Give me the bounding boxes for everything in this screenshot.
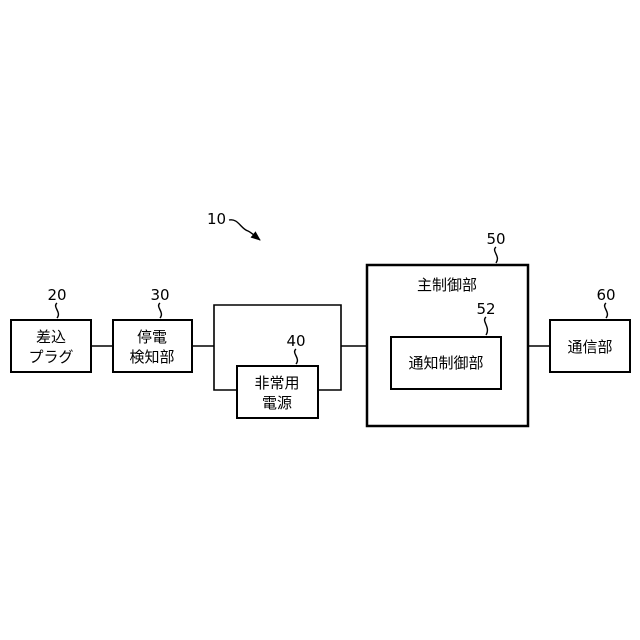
outage-detector-label-line1: 停電 — [137, 328, 167, 346]
notify-controller-label: 通知制御部 — [408, 354, 483, 372]
outage-detector-block: 停電 検知部 30 — [113, 286, 192, 372]
plug-block: 差込 プラグ 20 — [11, 286, 91, 372]
emergency-power-ref-label: 40 — [286, 332, 305, 350]
notify-controller-ref-label: 52 — [476, 300, 495, 318]
main-controller-label: 主制御部 — [417, 276, 477, 294]
overall-ref-label: 10 — [207, 210, 226, 228]
emergency-power-block: 非常用 電源 40 — [237, 332, 318, 418]
comm-unit-label: 通信部 — [567, 338, 612, 356]
main-controller-ref-leader — [495, 247, 498, 263]
wire-emergency-path — [214, 346, 237, 390]
plug-ref-label: 20 — [47, 286, 66, 304]
emergency-power-label-line1: 非常用 — [254, 374, 299, 392]
outage-detector-ref-leader — [159, 303, 162, 318]
plug-label-line1: 差込 — [36, 328, 66, 346]
plug-label-line2: プラグ — [28, 348, 73, 366]
comm-unit-ref-leader — [605, 303, 608, 318]
outage-detector-ref-label: 30 — [150, 286, 169, 304]
outage-detector-label-line2: 検知部 — [129, 348, 174, 366]
comm-unit-block: 通信部 60 — [550, 286, 630, 372]
comm-unit-ref-label: 60 — [596, 286, 615, 304]
wire-bypass-path — [214, 305, 341, 346]
wire-emergency-return — [318, 346, 341, 390]
main-controller-block: 主制御部 50 — [367, 230, 528, 426]
emergency-power-label-line2: 電源 — [262, 394, 292, 412]
emergency-power-ref-leader — [295, 349, 298, 364]
plug-ref-leader — [56, 303, 59, 318]
main-controller-ref-label: 50 — [486, 230, 505, 248]
overall-ref-arrow — [229, 220, 260, 240]
